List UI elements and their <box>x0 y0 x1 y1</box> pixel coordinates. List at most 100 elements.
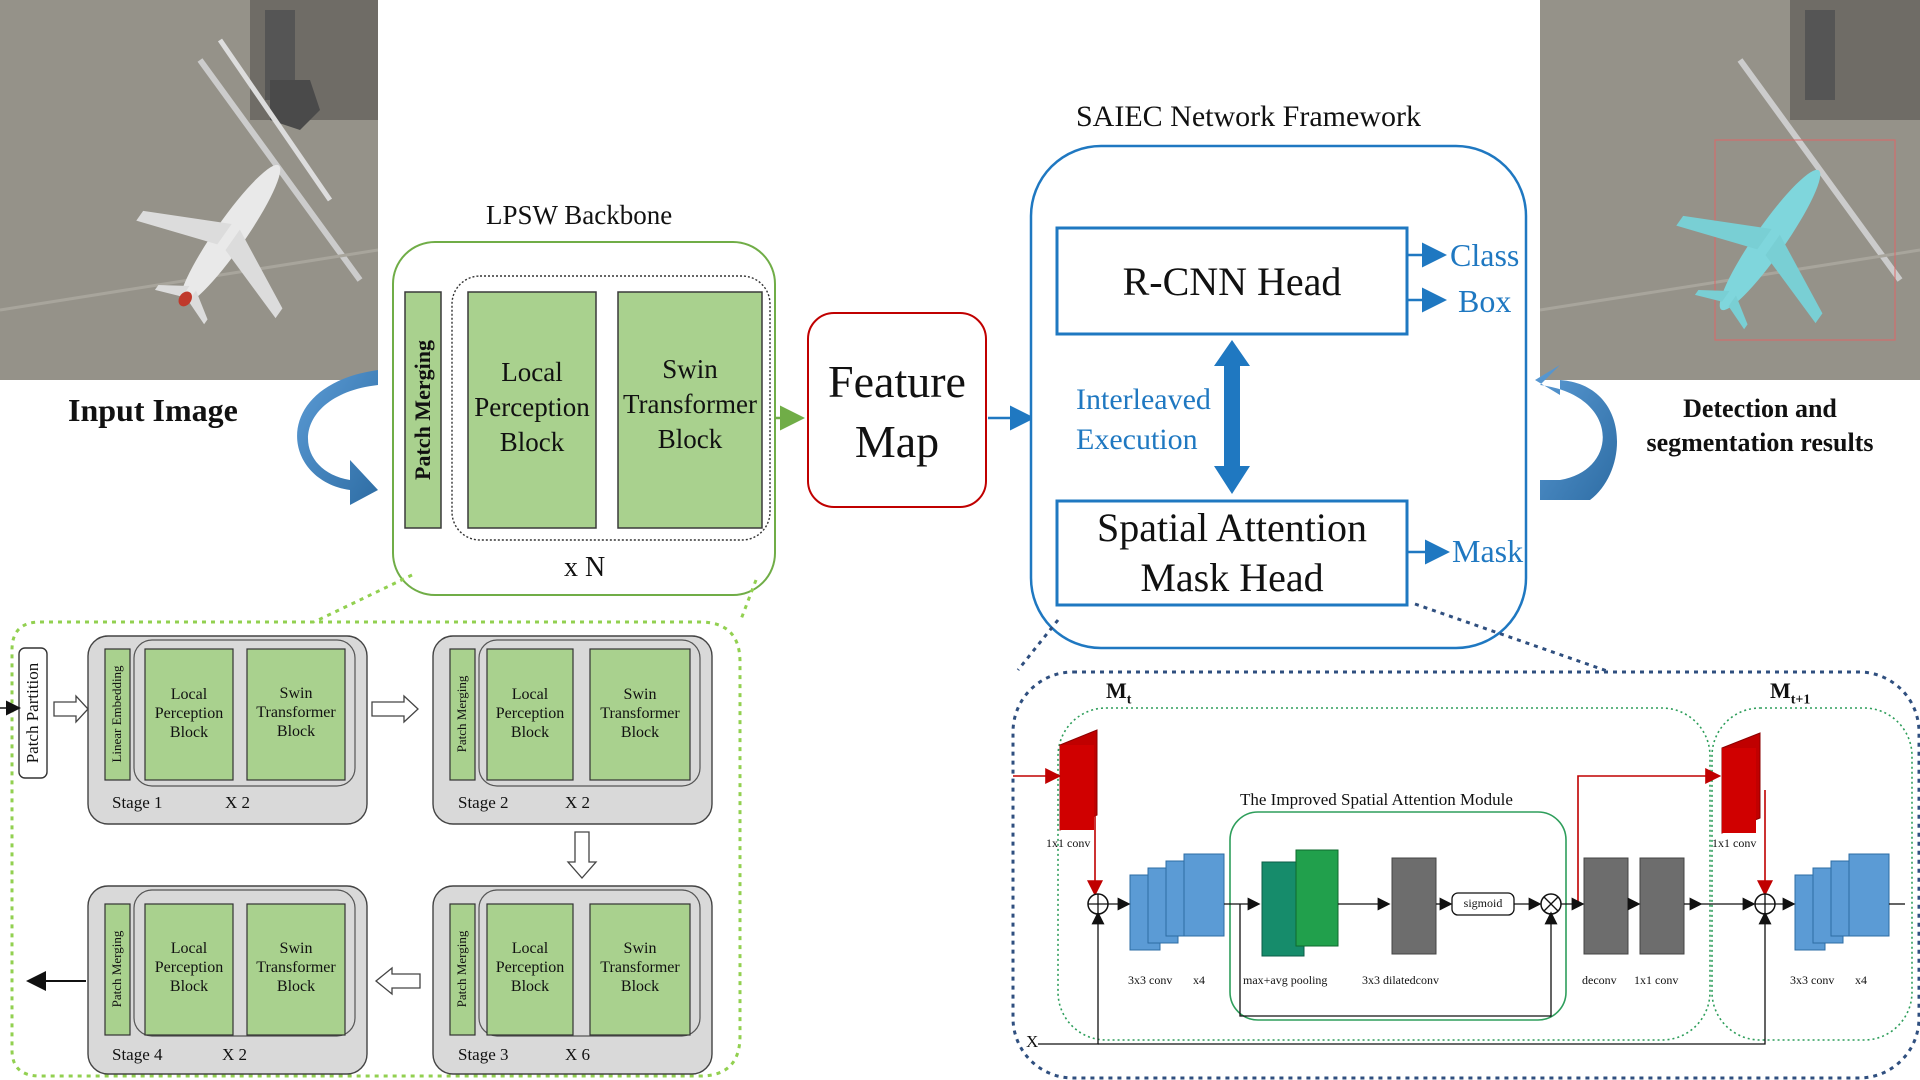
mt-group-frame <box>1057 707 1711 1041</box>
stage1-swin-line2: Transformer <box>256 704 336 721</box>
gray-deconv-block <box>1583 857 1629 955</box>
stage1-name: Stage 1 <box>112 793 163 812</box>
stage-1-box <box>87 635 368 825</box>
output-image <box>1540 0 1920 380</box>
label-pooling: max+avg pooling <box>1243 973 1328 987</box>
stage1-repeat: X 2 <box>225 793 251 812</box>
patch-partition-label: Patch Partition <box>23 662 42 764</box>
multiply-circle <box>1540 893 1562 915</box>
stage-4-box <box>87 885 368 1075</box>
interleaved-double-arrow <box>1214 340 1250 494</box>
input-image-graphic <box>0 0 378 380</box>
stage4-local-line3: Block <box>169 978 209 995</box>
stage3-local-line3: Block <box>510 978 550 995</box>
input-image-label: Input Image <box>68 392 238 428</box>
stage3-swin-line1: Swin <box>623 940 657 957</box>
stage1-swin-line1: Swin <box>279 685 313 702</box>
backbone-swin-block <box>617 291 763 529</box>
label-3x3conv-mt1: 3x3 conv <box>1790 973 1835 987</box>
output-image-graphic <box>1540 0 1920 380</box>
class-label: Class <box>1450 237 1520 273</box>
stage2-local-line3: Block <box>510 724 550 741</box>
hollow-arrow-stage1-stage2 <box>371 694 419 724</box>
stage4-swin-label: Swin Transformer Block <box>247 939 345 996</box>
mt1-subscript: t+1 <box>1790 692 1811 708</box>
mt1-label: Mt+1 <box>1770 678 1810 708</box>
blue-conv-stack-mt <box>1129 853 1225 951</box>
backbone-swin-line2: Transformer <box>623 389 757 419</box>
black-flow-lines <box>1038 897 1905 1045</box>
backbone-patch-merging-label: Patch Merging <box>410 340 435 480</box>
stage1-swin-label: Swin Transformer Block <box>247 684 345 741</box>
stage3-local-label: Local Perception Block <box>487 939 573 996</box>
stage3-patch-merging-label: Patch Merging <box>454 930 469 1008</box>
hollow-arrow-partition-stage1 <box>53 694 89 724</box>
backbone-repeat-frame <box>451 275 771 541</box>
label-3x3conv-mt: 3x3 conv <box>1128 973 1173 987</box>
backbone-local-block <box>467 291 597 529</box>
backbone-local-line2: Perception <box>474 392 590 422</box>
backbone-title: LPSW Backbone <box>486 200 673 230</box>
stage3-local-line1: Local <box>511 940 549 957</box>
red-conv-block-mt <box>1059 729 1098 831</box>
label-1x1conv-b: 1x1 conv <box>1634 973 1679 987</box>
stage2-local-line2: Perception <box>495 705 565 722</box>
label-x4-mt1: x4 <box>1855 973 1867 987</box>
stage4-swin-line2: Transformer <box>256 959 336 976</box>
stage2-swin-line3: Block <box>620 724 660 741</box>
input-image <box>0 0 378 380</box>
stage4-local-line2: Perception <box>154 959 224 976</box>
mask-label: Mask <box>1452 533 1524 569</box>
stage3-repeat: X 6 <box>565 1045 591 1064</box>
stage2-swin-label: Swin Transformer Block <box>590 685 690 742</box>
stage1-local-line1: Local <box>170 686 208 703</box>
mt-subscript: t <box>1126 692 1132 708</box>
plus-circle-mt <box>1087 893 1109 915</box>
stage2-swin-line1: Swin <box>623 686 657 703</box>
stage3-swin-line3: Block <box>620 978 660 995</box>
mask-head-label: Spatial Attention Mask Head <box>1057 503 1407 603</box>
stage-region-border <box>10 620 742 1078</box>
mt1-letter: M <box>1770 678 1791 703</box>
interleaved-label: Interleaved Execution <box>1076 380 1211 460</box>
improved-module-frame <box>1229 811 1567 1021</box>
label-dilated: 3x3 dilatedconv <box>1362 973 1439 987</box>
backbone-patch-merging-block <box>404 291 442 529</box>
stage4-local-label: Local Perception Block <box>145 939 233 996</box>
output-label-line1: Detection and <box>1683 394 1837 423</box>
dotted-connector-right <box>738 579 758 623</box>
hollow-arrow-stage2-stage3 <box>566 831 598 879</box>
stage2-local-line1: Local <box>511 686 549 703</box>
stage-3-box <box>432 885 713 1075</box>
feature-map-line2: Map <box>854 416 940 467</box>
rcnn-head-box <box>1055 226 1409 336</box>
module-title: The Improved Spatial Attention Module <box>1240 790 1513 809</box>
curved-arrow-left <box>297 370 378 505</box>
curved-arrow-right <box>1535 365 1618 500</box>
blue-conv-stack-mt1 <box>1794 853 1890 951</box>
framework-title: SAIEC Network Framework <box>1076 100 1421 133</box>
stage1-linear-embedding-label: Linear Embedding <box>109 665 124 763</box>
output-label-line2: segmentation results <box>1646 428 1874 457</box>
navy-dotted-connector-left <box>1016 619 1060 671</box>
hollow-arrow-stage3-stage4 <box>374 966 421 996</box>
plus-circle-mt1 <box>1754 893 1776 915</box>
mt1-group-frame <box>1711 707 1913 1041</box>
mask-head-box <box>1055 499 1409 607</box>
gray-conv1x1-block <box>1639 857 1685 955</box>
backbone-swin-line3: Block <box>657 424 723 454</box>
feature-map-box <box>807 312 987 508</box>
mt-letter: M <box>1106 678 1127 703</box>
stage3-swin-line2: Transformer <box>600 959 680 976</box>
stage1-local-label: Local Perception Block <box>145 685 233 742</box>
backbone-swin-label: Swin Transformer Block <box>618 352 762 457</box>
rcnn-head-label: R-CNN Head <box>1122 259 1342 304</box>
feature-map-line1: Feature <box>828 356 966 407</box>
label-deconv: deconv <box>1582 973 1617 987</box>
stage-2-box <box>432 635 713 825</box>
x-input-label: X <box>1026 1032 1039 1051</box>
dotted-connector-left <box>313 573 413 624</box>
backbone-local-line1: Local <box>501 357 563 387</box>
stage3-local-line2: Perception <box>495 959 565 976</box>
